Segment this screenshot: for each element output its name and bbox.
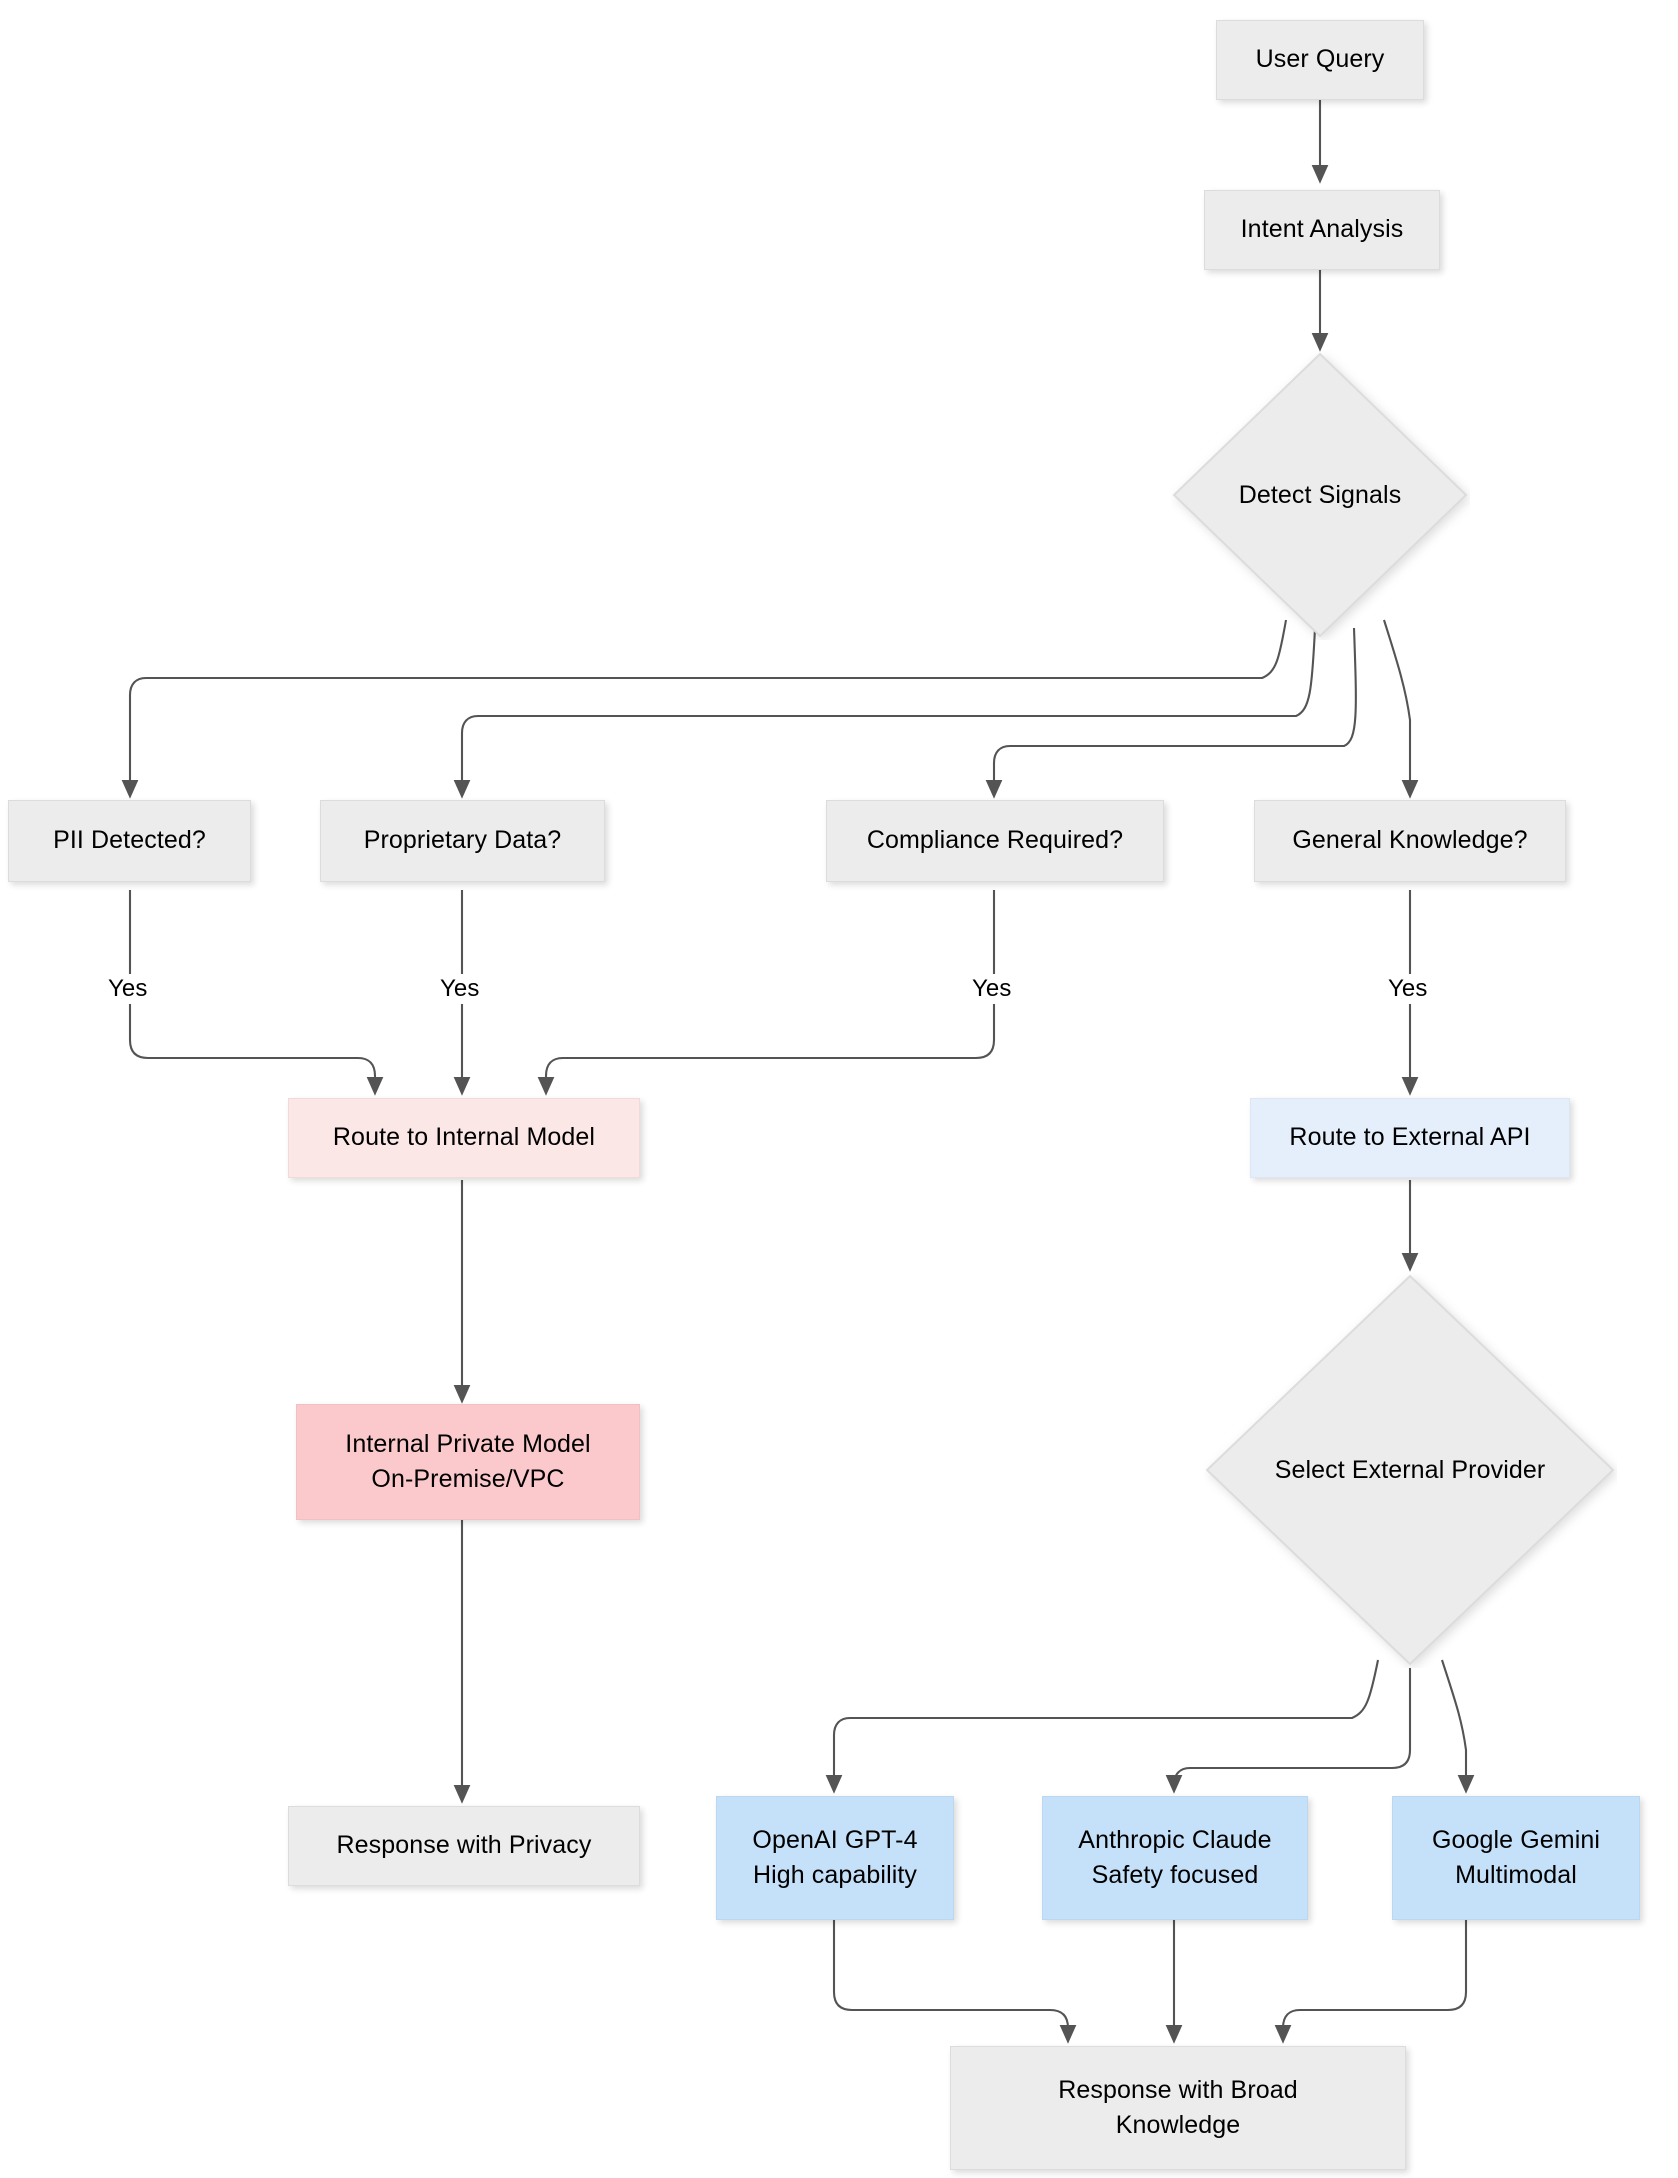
node-route-internal-model[interactable]: Route to Internal Model: [288, 1098, 640, 1178]
node-select-external-provider-label: Select External Provider: [1274, 1455, 1546, 1484]
node-user-query[interactable]: User Query: [1216, 20, 1424, 100]
node-proprietary-data[interactable]: Proprietary Data?: [320, 800, 605, 882]
edge-compliance-to-route-internal: [537, 890, 996, 1096]
node-anthropic-claude-label: Anthropic Claude Safety focused: [1078, 1825, 1272, 1890]
node-select-external-provider[interactable]: Select External Provider: [1203, 1272, 1617, 1668]
node-pii-detected[interactable]: PII Detected?: [8, 800, 251, 882]
node-general-knowledge-label: General Knowledge?: [1292, 826, 1528, 855]
node-user-query-label: User Query: [1255, 45, 1385, 74]
edge-google-to-response-broad: [1274, 1920, 1468, 2044]
node-general-knowledge[interactable]: General Knowledge?: [1254, 800, 1566, 882]
node-anthropic-claude[interactable]: Anthropic Claude Safety focused: [1042, 1796, 1308, 1920]
edge-select-provider-to-google: [1441, 1659, 1475, 1794]
node-intent-analysis[interactable]: Intent Analysis: [1204, 190, 1440, 270]
node-compliance-required[interactable]: Compliance Required?: [826, 800, 1164, 882]
node-openai-gpt4[interactable]: OpenAI GPT-4 High capability: [716, 1796, 954, 1920]
node-google-gemini-label: Google Gemini Multimodal: [1431, 1825, 1601, 1890]
node-response-with-broad-knowledge[interactable]: Response with Broad Knowledge: [950, 2046, 1406, 2170]
edge-label-proprietary-yes: Yes: [435, 974, 485, 1004]
edge-detect-signals-to-proprietary: [453, 627, 1317, 799]
edge-label-compliance-yes: Yes: [967, 974, 1017, 1004]
edge-detect-signals-to-compliance: [985, 627, 1357, 799]
edge-detect-signals-to-general: [1382, 619, 1419, 799]
edge-select-provider-to-anthropic: [1165, 1668, 1412, 1794]
node-route-internal-model-label: Route to Internal Model: [332, 1123, 596, 1152]
edge-pii-to-route-internal: [128, 890, 384, 1096]
node-intent-analysis-label: Intent Analysis: [1240, 215, 1404, 244]
node-detect-signals-label: Detect Signals: [1238, 480, 1402, 509]
detect-signals-diamond-shape: [1172, 352, 1468, 638]
node-compliance-required-label: Compliance Required?: [866, 826, 1124, 855]
node-pii-detected-label: PII Detected?: [53, 826, 206, 855]
node-proprietary-data-label: Proprietary Data?: [363, 826, 562, 855]
node-route-external-api[interactable]: Route to External API: [1250, 1098, 1570, 1178]
edge-detect-signals-to-pii: [121, 619, 1288, 799]
node-openai-gpt4-label: OpenAI GPT-4 High capability: [752, 1825, 918, 1890]
edge-label-pii-yes: Yes: [103, 974, 153, 1004]
edge-openai-to-response-broad: [832, 1920, 1077, 2044]
node-internal-private-model[interactable]: Internal Private Model On-Premise/VPC: [296, 1404, 640, 1520]
node-internal-private-model-label: Internal Private Model On-Premise/VPC: [345, 1429, 591, 1494]
node-response-with-privacy[interactable]: Response with Privacy: [288, 1806, 640, 1886]
node-response-with-broad-knowledge-label: Response with Broad Knowledge: [1058, 2075, 1298, 2140]
select-external-provider-diamond-shape: [1205, 1274, 1615, 1666]
edge-select-provider-to-openai: [825, 1659, 1380, 1794]
edge-label-general-yes: Yes: [1383, 974, 1433, 1004]
node-google-gemini[interactable]: Google Gemini Multimodal: [1392, 1796, 1640, 1920]
node-route-external-api-label: Route to External API: [1289, 1123, 1531, 1152]
node-response-with-privacy-label: Response with Privacy: [336, 1831, 592, 1860]
node-detect-signals[interactable]: Detect Signals: [1170, 350, 1470, 640]
